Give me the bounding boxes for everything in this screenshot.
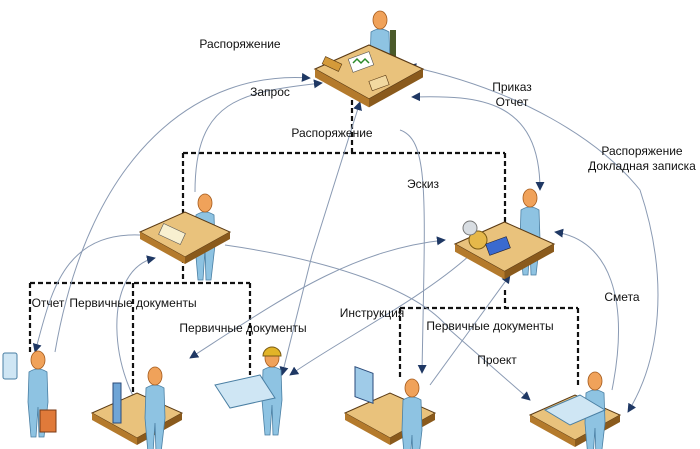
label-otchet-left: Отчет (32, 296, 65, 310)
node-designer (344, 366, 436, 449)
label-otchet-right: Отчет (496, 95, 529, 109)
label-pervichnye-center: Первичные документы (179, 321, 306, 335)
labels: Распоряжение Запрос Приказ Отчет Распоря… (32, 37, 697, 367)
node-accountant (454, 188, 555, 280)
node-engineer (214, 346, 283, 436)
label-proekt: Проект (477, 353, 517, 367)
label-prikaz: Приказ (492, 80, 532, 94)
node-director (314, 10, 424, 109)
label-rasporyazhenie-mid: Распоряжение (291, 126, 373, 140)
label-zapros: Запрос (250, 85, 290, 99)
node-operator (91, 366, 183, 449)
label-dokladnaya: Докладная записка (588, 159, 696, 173)
label-pervichnye-right: Первичные документы (426, 319, 553, 333)
node-manager (139, 193, 231, 281)
label-eskiz: Эскиз (407, 177, 440, 191)
node-courier (2, 350, 57, 438)
label-smeta: Смета (604, 290, 640, 304)
label-pervichnye-left: Первичные документы (69, 296, 196, 310)
node-drafter (529, 371, 621, 449)
label-rasporyazhenie-right: Распоряжение (601, 144, 683, 158)
flow-arrows (32, 63, 659, 421)
label-rasporyazhenie-top: Распоряжение (199, 37, 281, 51)
label-instrukciya: Инструкция (340, 306, 405, 320)
